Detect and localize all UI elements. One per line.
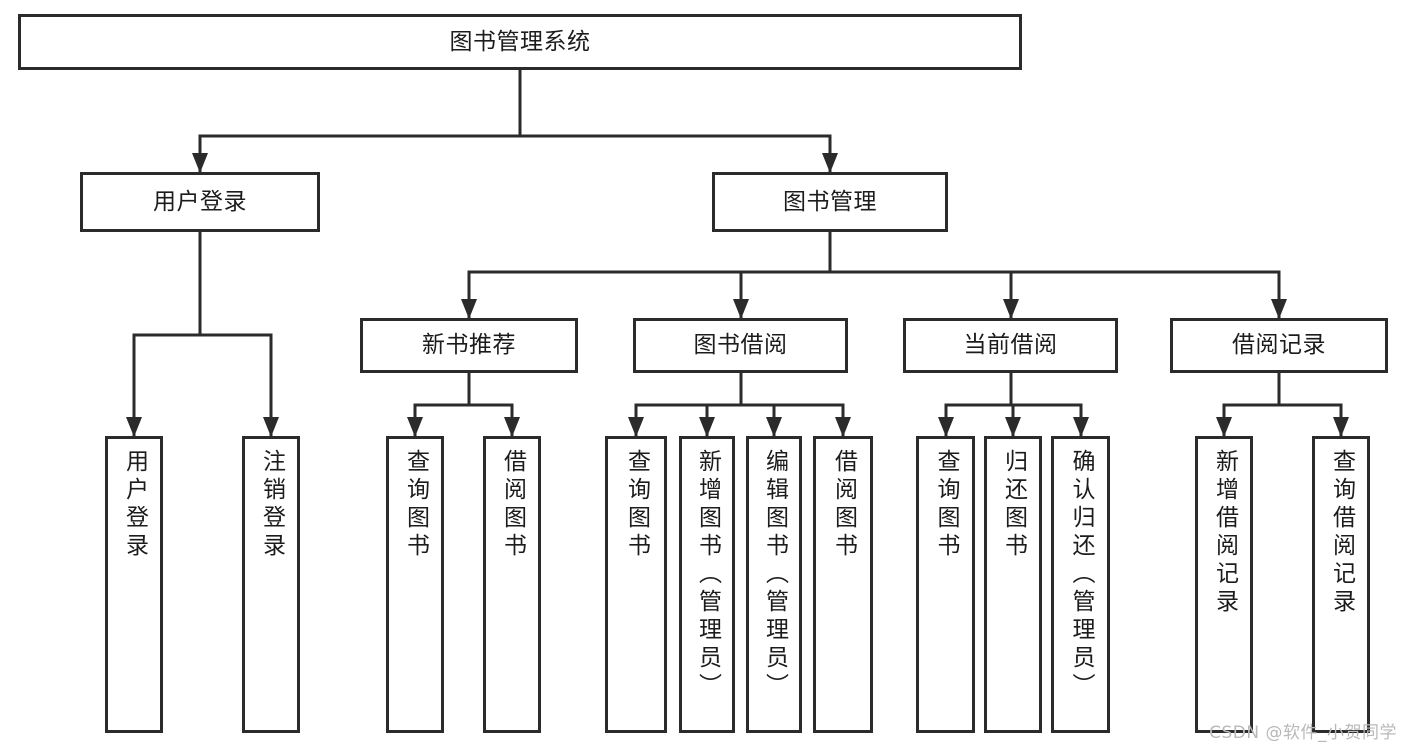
node-current-borrow[interactable]: 当前借阅 [903,318,1118,373]
arrowhead-icon [1271,299,1287,319]
node-label: 借阅图书 [830,449,857,561]
arrowhead-icon [1005,417,1021,437]
node-leaf-borrow-book-2[interactable]: 借阅图书 [813,436,873,733]
arrowhead-icon [1333,417,1349,437]
node-leaf-query-book-1[interactable]: 查询图书 [386,436,444,733]
arrowhead-icon [628,417,644,437]
node-label: 新增借阅记录 [1211,449,1238,617]
node-label: 新增图书（管理员） [694,449,721,701]
node-leaf-query-record[interactable]: 查询借阅记录 [1312,436,1370,733]
node-label: 确认归还（管理员） [1068,449,1094,701]
node-leaf-query-book-3[interactable]: 查询图书 [916,436,975,733]
arrowhead-icon [938,417,954,437]
node-leaf-user-logout[interactable]: 注销登录 [242,436,300,733]
node-label: 查询借阅记录 [1328,449,1355,617]
node-label: 新书推荐 [422,332,516,359]
node-label: 注销登录 [258,449,285,561]
node-root[interactable]: 图书管理系统 [18,14,1022,70]
arrowhead-icon [766,417,782,437]
watermark-label: CSDN @软件_小贺同学 [1209,723,1397,743]
node-book-borrow[interactable]: 图书借阅 [633,318,848,373]
arrowhead-icon [835,417,851,437]
node-leaf-query-book-2[interactable]: 查询图书 [605,436,667,733]
arrowhead-icon [699,417,715,437]
arrowhead-icon [263,417,279,437]
node-leaf-borrow-book-1[interactable]: 借阅图书 [483,436,541,733]
node-label: 用户登录 [121,449,148,561]
node-label: 查询图书 [623,449,650,561]
arrowhead-icon [504,417,520,437]
arrowhead-icon [822,153,838,173]
arrowhead-icon [1216,417,1232,437]
node-label: 查询图书 [402,449,429,561]
arrowhead-icon [1003,299,1019,319]
arrowhead-icon [733,299,749,319]
node-leaf-add-record[interactable]: 新增借阅记录 [1195,436,1253,733]
node-label: 查询图书 [933,449,959,561]
node-label: 图书管理系统 [449,28,591,55]
node-label: 图书借阅 [693,332,788,359]
node-leaf-confirm-return[interactable]: 确认归还（管理员） [1051,436,1110,733]
node-label: 当前借阅 [963,332,1058,359]
node-label: 图书管理 [783,188,877,215]
arrowhead-icon [192,153,208,173]
node-leaf-return-book[interactable]: 归还图书 [984,436,1042,733]
node-book-mgmt[interactable]: 图书管理 [712,172,948,232]
arrowhead-icon [461,299,477,319]
node-label: 借阅图书 [499,449,526,561]
arrowhead-icon [126,417,142,437]
node-user-login[interactable]: 用户登录 [80,172,320,232]
node-label: 用户登录 [153,188,247,215]
node-label: 编辑图书（管理员） [761,449,788,701]
node-label: 借阅记录 [1232,332,1326,359]
node-leaf-add-book[interactable]: 新增图书（管理员） [679,436,735,733]
node-leaf-edit-book[interactable]: 编辑图书（管理员） [746,436,802,733]
node-new-book-rec[interactable]: 新书推荐 [360,318,578,373]
node-label: 归还图书 [1000,449,1027,561]
node-leaf-user-login[interactable]: 用户登录 [105,436,163,733]
node-borrow-record[interactable]: 借阅记录 [1170,318,1388,373]
arrowhead-icon [1073,417,1089,437]
arrowhead-icon [407,417,423,437]
